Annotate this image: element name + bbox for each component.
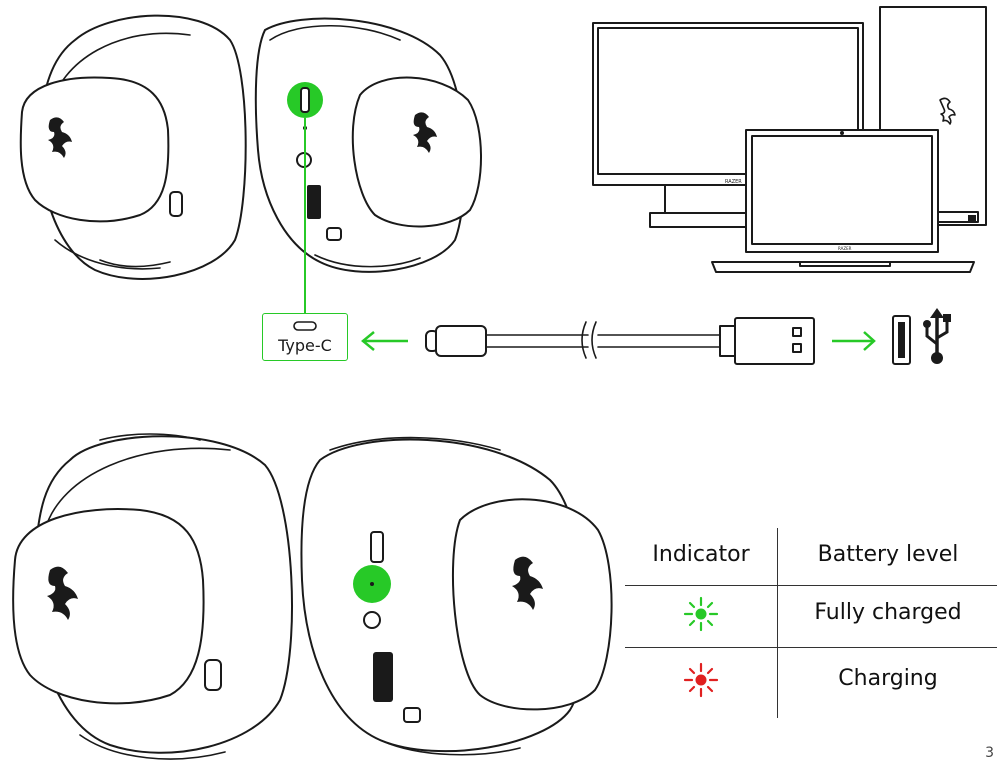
type-c-connector-icon <box>293 321 317 331</box>
headset-bottom-left-earcup <box>12 433 293 760</box>
svg-text:RAZER: RAZER <box>838 246 852 251</box>
page-number: 3 <box>985 745 994 761</box>
headset-top-right-earcup <box>254 17 482 273</box>
headset-top-left-earcup <box>19 14 247 280</box>
svg-text:RAZER: RAZER <box>725 179 742 185</box>
type-c-port-label: Type-C <box>262 313 348 361</box>
usb-cable <box>361 308 951 365</box>
battery-level-charging: Charging <box>838 666 938 691</box>
red-led-icon <box>683 662 719 698</box>
battery-level-fully-charged: Fully charged <box>814 600 962 625</box>
headset-bottom-right-earcup <box>300 436 613 756</box>
computer-devices: RAZER RAZER <box>592 6 987 273</box>
table-header-indicator: Indicator <box>652 542 750 567</box>
type-c-label-text: Type-C <box>278 336 332 355</box>
battery-indicator-table: Indicator Battery level Fully charged Ch… <box>625 528 997 718</box>
usb-symbol-icon <box>923 308 951 364</box>
razer-logo-icon <box>413 112 437 153</box>
table-divider <box>625 585 997 586</box>
razer-logo-icon <box>512 556 543 610</box>
table-divider <box>625 647 997 648</box>
table-header-battery-level: Battery level <box>817 542 959 567</box>
razer-logo-icon <box>48 117 72 158</box>
razer-logo-icon <box>47 566 78 620</box>
green-led-icon <box>683 596 719 632</box>
table-divider-vertical <box>777 528 778 718</box>
